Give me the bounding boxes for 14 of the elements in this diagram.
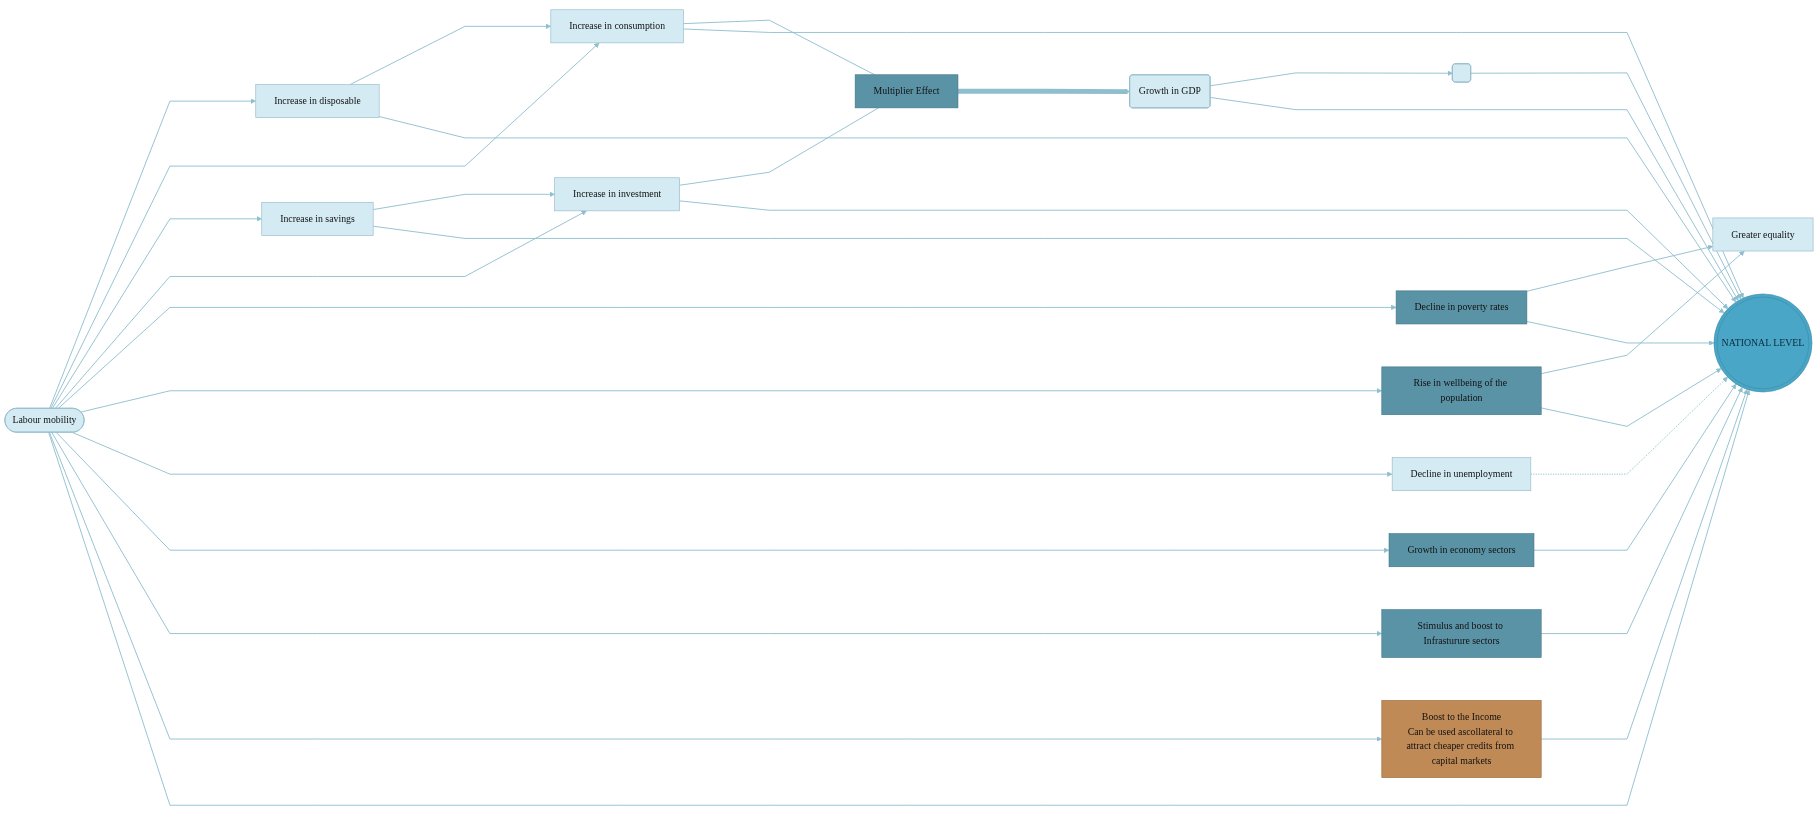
connector (679, 107, 879, 186)
node-box: Rise in wellbeing of the population (1381, 366, 1542, 415)
node-box: Multiplier Effect (854, 74, 959, 109)
node-box: Growth in economy sectors (1388, 533, 1535, 568)
node-box: Stimulus and boost to Infrasturure sectors (1381, 609, 1542, 658)
node-box: Increase in savings (261, 201, 374, 236)
node-box: Greater equality (1712, 217, 1814, 252)
arrow (957, 88, 1131, 95)
node-box: Decline in poverty rates (1395, 290, 1528, 325)
node-box: Increase in consumption (550, 9, 684, 44)
node-box: Increase in investment (554, 177, 680, 212)
node-box: Decline in unemployment (1391, 457, 1532, 492)
node-box: Boost to the Income Can be used ascollateral to attract cheaper credits from capital markets (1381, 700, 1542, 778)
node-box: Increase in disposable (255, 84, 380, 118)
